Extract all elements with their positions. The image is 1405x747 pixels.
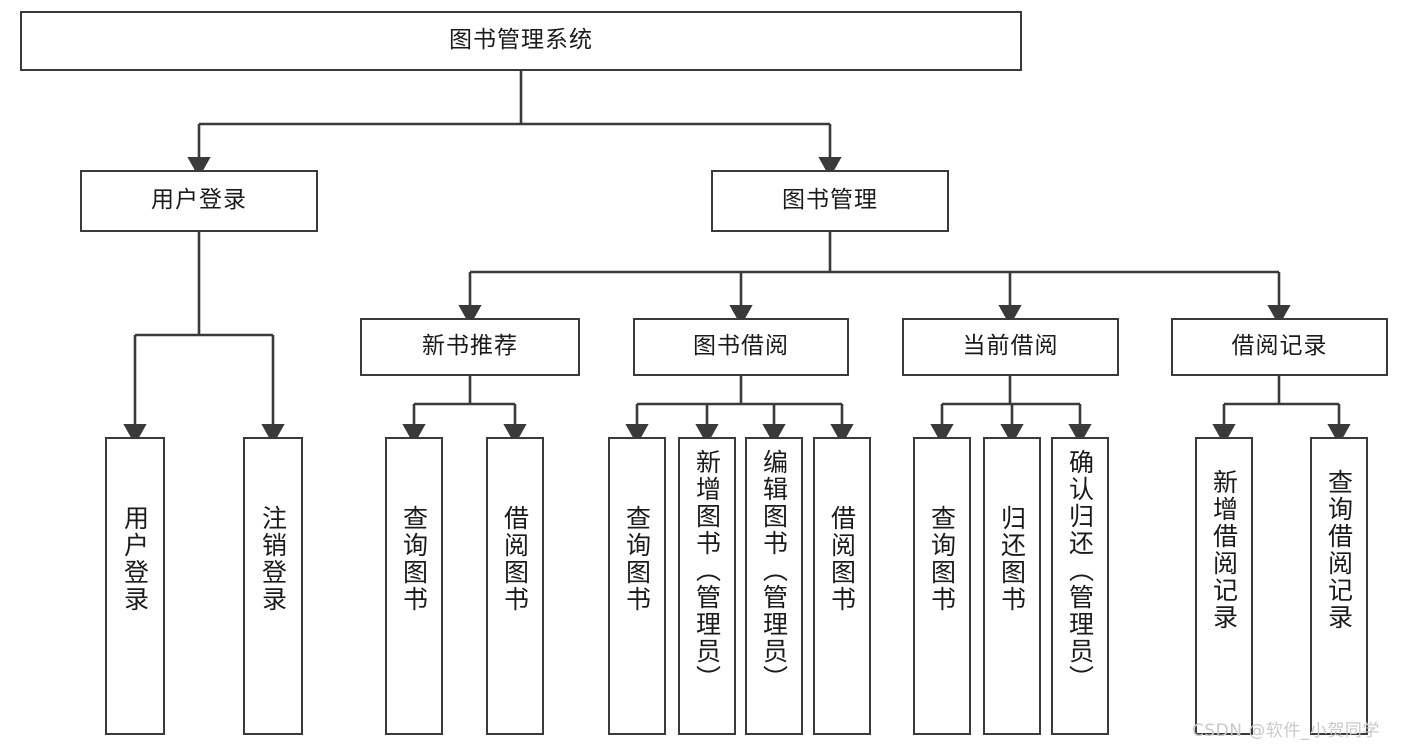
- node-leaf-add-record-label: 新增借阅记录: [1209, 469, 1239, 631]
- node-leaf-borrow-book-1-label: 借阅图书: [500, 505, 530, 613]
- node-leaf-add-book-label: 新增图书（管理员）: [692, 449, 722, 692]
- node-leaf-add-record[interactable]: 新增借阅记录: [1195, 437, 1253, 735]
- node-current-borrow-label: 当前借阅: [962, 333, 1059, 360]
- node-book-manage-label: 图书管理: [782, 187, 878, 214]
- csdn-watermark: CSDN @软件_小贺同学: [1192, 721, 1380, 741]
- node-root-label: 图书管理系统: [449, 27, 593, 54]
- node-leaf-query-record-label: 查询借阅记录: [1324, 469, 1354, 631]
- node-leaf-return-book-label: 归还图书: [997, 505, 1027, 613]
- node-leaf-query-book-2[interactable]: 查询图书: [608, 437, 666, 735]
- node-leaf-borrow-book-1[interactable]: 借阅图书: [486, 437, 544, 735]
- node-leaf-confirm-return-label: 确认归还（管理员）: [1065, 449, 1095, 692]
- node-new-book-recommend-label: 新书推荐: [422, 333, 518, 360]
- node-current-borrow[interactable]: 当前借阅: [902, 318, 1119, 376]
- node-leaf-user-login[interactable]: 用户登录: [105, 437, 165, 735]
- node-leaf-query-book-3-label: 查询图书: [927, 505, 957, 613]
- node-leaf-query-book-3[interactable]: 查询图书: [913, 437, 971, 735]
- node-book-borrow-label: 图书借阅: [693, 333, 789, 360]
- node-leaf-query-book-1-label: 查询图书: [399, 505, 429, 613]
- node-leaf-confirm-return[interactable]: 确认归还（管理员）: [1051, 437, 1109, 735]
- node-leaf-edit-book-label: 编辑图书（管理员）: [759, 449, 789, 692]
- node-borrow-record-label: 借阅记录: [1231, 333, 1328, 360]
- node-leaf-query-record[interactable]: 查询借阅记录: [1310, 437, 1368, 735]
- node-leaf-logout[interactable]: 注销登录: [243, 437, 303, 735]
- node-leaf-edit-book[interactable]: 编辑图书（管理员）: [745, 437, 803, 735]
- node-leaf-return-book[interactable]: 归还图书: [983, 437, 1041, 735]
- node-leaf-add-book[interactable]: 新增图书（管理员）: [678, 437, 736, 735]
- node-book-manage[interactable]: 图书管理: [711, 170, 949, 232]
- node-user-login[interactable]: 用户登录: [80, 170, 318, 232]
- node-book-borrow[interactable]: 图书借阅: [633, 318, 849, 376]
- node-root[interactable]: 图书管理系统: [20, 11, 1022, 71]
- node-leaf-user-login-label: 用户登录: [120, 505, 150, 613]
- node-leaf-borrow-book-2[interactable]: 借阅图书: [813, 437, 871, 735]
- node-leaf-query-book-2-label: 查询图书: [622, 505, 652, 613]
- node-user-login-label: 用户登录: [151, 187, 247, 214]
- node-leaf-query-book-1[interactable]: 查询图书: [385, 437, 443, 735]
- node-leaf-borrow-book-2-label: 借阅图书: [827, 505, 857, 613]
- node-new-book-recommend[interactable]: 新书推荐: [360, 318, 580, 376]
- node-borrow-record[interactable]: 借阅记录: [1171, 318, 1388, 376]
- node-leaf-logout-label: 注销登录: [258, 505, 288, 613]
